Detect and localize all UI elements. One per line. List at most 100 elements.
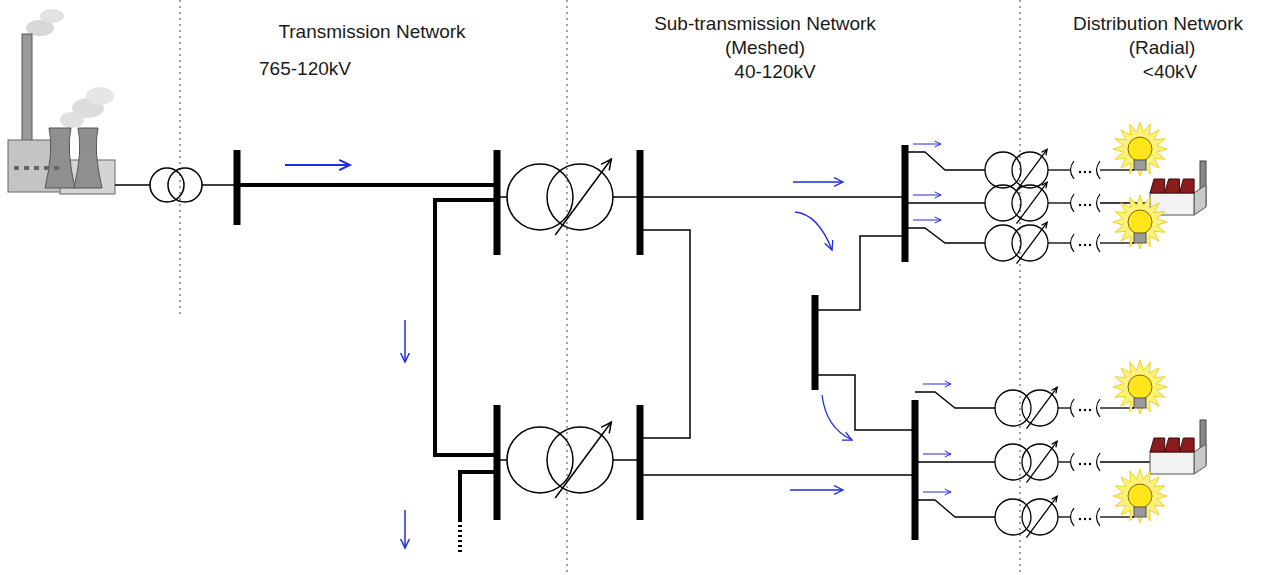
- generator-lead: [115, 184, 150, 186]
- bus-bar: [812, 295, 819, 390]
- lamp-base: [1134, 160, 1146, 170]
- arrow-head: [935, 141, 941, 147]
- distribution-feeder: [1058, 407, 1070, 408]
- arrow-head: [1042, 182, 1048, 188]
- arrow-head: [842, 432, 852, 440]
- bus-bar: [494, 150, 501, 255]
- transformer-winding: [1022, 499, 1058, 535]
- cooling-tower: [74, 128, 102, 188]
- transformer-winding: [985, 225, 1021, 261]
- distribution-feeder: [1100, 461, 1150, 462]
- continuation-dot: [1084, 204, 1086, 206]
- arrow-head: [945, 381, 951, 387]
- transmission-line: [460, 472, 497, 520]
- arrow-head: [1052, 496, 1058, 502]
- arrow-head: [401, 353, 410, 362]
- smoke: [40, 9, 64, 23]
- distribution-feeder: [915, 461, 995, 462]
- transmission-line: [435, 200, 497, 455]
- continuation-dot: [1079, 171, 1081, 173]
- lamp-base: [1134, 507, 1146, 517]
- continuation-dot: [1084, 171, 1086, 173]
- transformer-winding: [1022, 390, 1058, 426]
- line-break: [1097, 508, 1101, 526]
- continuation-dot: [1079, 409, 1081, 411]
- transformer-winding: [995, 499, 1031, 535]
- bus-bar: [912, 400, 919, 540]
- section-label: Distribution Network: [1073, 13, 1243, 35]
- factory-side: [1194, 185, 1206, 215]
- distribution-feeder: [1100, 242, 1132, 243]
- transformer-lead: [497, 196, 507, 198]
- transmission-line: [237, 183, 497, 187]
- section-label: <40kV: [1143, 61, 1197, 83]
- light-glow: [1113, 122, 1167, 176]
- bus-bar: [637, 150, 644, 255]
- transformer-winding: [507, 164, 573, 230]
- region-separator: [1019, 0, 1021, 575]
- arrow-head: [1052, 387, 1058, 393]
- flow-arrow: [913, 220, 941, 221]
- arrow-head: [834, 486, 843, 495]
- plant-window: [24, 166, 29, 170]
- line-break: [1097, 453, 1101, 471]
- distribution-feeder: [1132, 169, 1134, 170]
- bus-bar: [637, 405, 644, 520]
- arrow-head: [339, 160, 350, 170]
- transformer-winding: [1022, 444, 1058, 480]
- line-break: [1071, 508, 1075, 526]
- line-break: [1071, 161, 1075, 179]
- line-break: [1071, 399, 1075, 417]
- factory-roof: [1150, 438, 1194, 452]
- subtransmission-line: [640, 196, 905, 198]
- lamp-base: [1134, 233, 1146, 243]
- distribution-feeder: [905, 202, 985, 203]
- tap-changer-arrow: [555, 422, 611, 498]
- distribution-feeder: [1048, 169, 1070, 170]
- distribution-feeder: [1058, 461, 1070, 462]
- section-label: Transmission Network: [278, 21, 465, 43]
- continuation-dot: [1089, 171, 1091, 173]
- continuation-dot: [1079, 204, 1081, 206]
- distribution-feeder: [1132, 516, 1134, 517]
- line-break: [1071, 453, 1075, 471]
- line-break: [1097, 234, 1101, 252]
- light-bulb: [1128, 210, 1152, 234]
- continuation-dot: [1089, 463, 1091, 465]
- tap-changer-arrow: [1027, 387, 1058, 428]
- distribution-feeder: [915, 392, 995, 408]
- lamp-base: [1134, 398, 1146, 408]
- section-label: (Meshed): [725, 37, 805, 59]
- transmission-continuation: [458, 520, 462, 552]
- transformer-winding: [168, 168, 202, 202]
- bus-bar: [234, 150, 241, 225]
- line-break: [1097, 399, 1101, 417]
- flow-arrow: [285, 164, 350, 166]
- arrow-head: [401, 539, 410, 548]
- arrow-head: [834, 178, 843, 187]
- section-label: Sub-transmission Network: [654, 13, 876, 35]
- plant-window: [44, 166, 49, 170]
- flow-arrow: [913, 195, 941, 196]
- transformer-winding: [507, 427, 573, 493]
- distribution-feeder: [1100, 407, 1132, 408]
- distribution-feeder: [915, 500, 995, 517]
- section-label: 40-120kV: [734, 61, 815, 83]
- transformer-winding: [1012, 152, 1048, 188]
- flow-arrow: [793, 181, 843, 182]
- distribution-feeder: [1048, 202, 1070, 203]
- flow-arrow: [923, 384, 951, 385]
- tap-changer-arrow: [1017, 182, 1048, 223]
- light-glow: [1113, 469, 1167, 523]
- transformer-winding: [995, 444, 1031, 480]
- section-label: (Radial): [1129, 37, 1196, 59]
- factory-roof: [1150, 179, 1194, 193]
- arrow-head: [825, 240, 833, 250]
- light-glow: [1113, 195, 1167, 249]
- continuation-dot: [1084, 409, 1086, 411]
- continuation-dot: [1079, 518, 1081, 520]
- tap-changer-arrow: [1027, 441, 1058, 482]
- arrow-head: [1042, 222, 1048, 228]
